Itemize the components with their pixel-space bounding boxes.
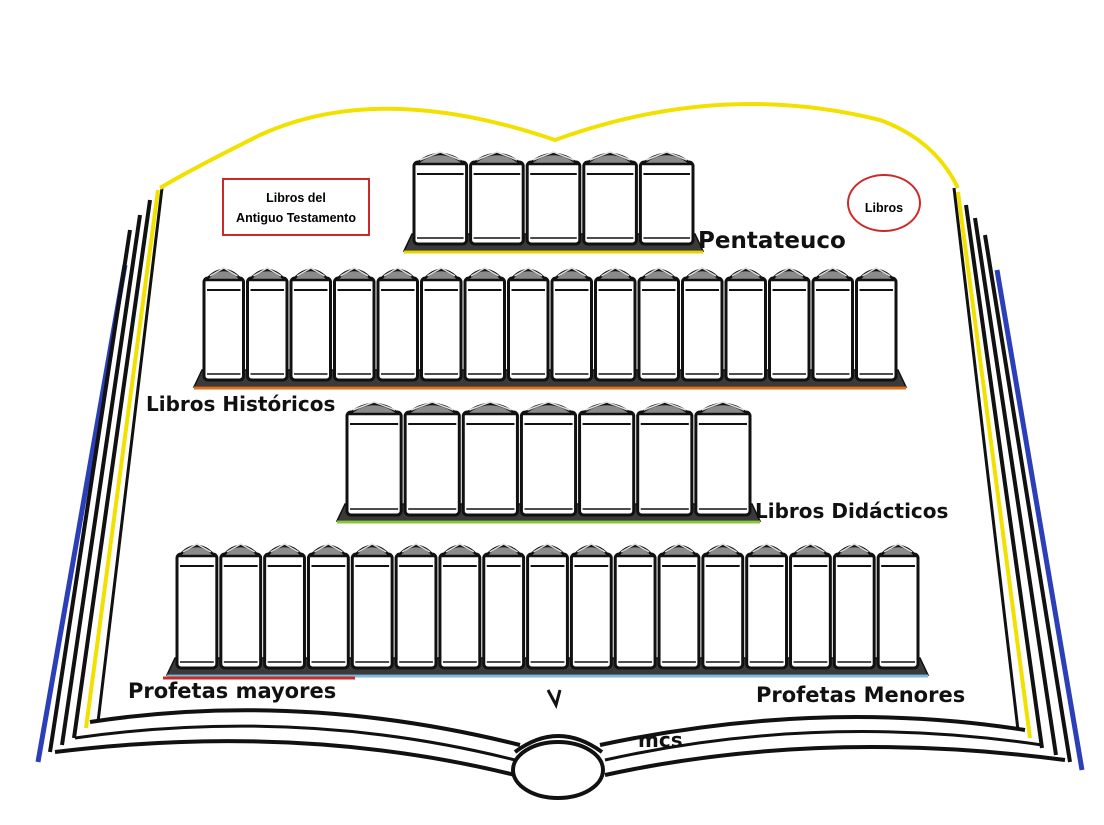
book-didacticos-4: [519, 401, 578, 517]
right-page-edge-yellow: [956, 191, 1032, 739]
shelf-didacticos: [335, 401, 762, 524]
book-didacticos-7: [694, 401, 752, 517]
book-profetas-1: [175, 543, 219, 670]
label-profetas-mayores: Profetas mayores: [128, 679, 337, 703]
book-historicos-3: [289, 267, 332, 382]
bottom-right-page-curve-3: [604, 745, 1066, 777]
book-profetas-6: [394, 543, 438, 670]
left-page-edge-1: [48, 229, 132, 753]
book-historicos-11: [637, 267, 680, 382]
book-historicos-15: [811, 267, 854, 382]
book-profetas-9: [526, 543, 569, 670]
signature: mcs: [638, 728, 683, 752]
book-profetas-12: [657, 543, 701, 670]
title-line-1: Libros del: [266, 191, 326, 205]
book-historicos-1: [202, 267, 245, 382]
right-page-edge-blue: [994, 269, 1085, 771]
book-profetas-14: [745, 543, 789, 670]
book-historicos-6: [420, 267, 463, 382]
bottom-left-page-curve-3: [54, 739, 516, 777]
book-didacticos-5: [577, 401, 636, 517]
title-line-2: Antiguo Testamento: [236, 211, 356, 225]
left-page-edge-4: [96, 187, 164, 723]
book-historicos-10: [594, 267, 637, 382]
book-profetas-15: [789, 543, 832, 670]
shelf-profetas: [163, 543, 930, 680]
book-historicos-4: [333, 267, 376, 382]
right-page-edge-1: [983, 234, 1072, 763]
label-libros-didacticos: Libros Didácticos: [755, 499, 949, 523]
book-historicos-5: [376, 267, 419, 382]
shelf-pentateuco: [402, 151, 705, 254]
book-historicos-13: [724, 267, 767, 382]
book-pages: [35, 102, 1085, 800]
shelf-historicos: [192, 267, 908, 390]
book-profetas-8: [482, 543, 526, 670]
book-pentateuco-2: [469, 151, 525, 246]
book-profetas-13: [701, 543, 745, 670]
book-historicos-14: [768, 267, 811, 382]
book-profetas-7: [438, 543, 482, 670]
right-page-edge-3: [964, 204, 1044, 749]
circle-label-text: Libros: [864, 201, 904, 215]
left-page-edge-2: [60, 214, 142, 746]
book-profetas-17: [876, 543, 920, 670]
book-historicos-8: [507, 267, 550, 382]
book-historicos-2: [246, 267, 289, 382]
book-profetas-16: [832, 543, 876, 670]
book-didacticos-6: [636, 401, 694, 517]
left-page-edge-3: [72, 199, 152, 739]
top-page-curve: [158, 102, 960, 190]
book-spine: [511, 740, 605, 800]
books-circle-label: Libros: [847, 174, 921, 232]
shelves-layer: [163, 151, 930, 680]
book-profetas-11: [613, 543, 657, 670]
bottom-right-page-curve-1: [599, 715, 1026, 747]
book-profetas-10: [569, 543, 613, 670]
book-profetas-4: [306, 543, 350, 670]
left-page-edge-yellow: [84, 189, 160, 729]
book-pentateuco-1: [412, 151, 469, 246]
book-didacticos-2: [403, 401, 461, 517]
book-profetas-2: [219, 543, 263, 670]
spine-top-curve: [513, 734, 604, 754]
book-pentateuco-4: [582, 151, 638, 246]
spine-mark: [546, 689, 562, 710]
title-box: Libros del Antiguo Testamento: [222, 178, 370, 236]
bottom-left-page-curve-2: [74, 724, 516, 762]
label-libros-historicos: Libros Históricos: [146, 392, 336, 416]
book-historicos-9: [550, 267, 593, 382]
book-historicos-7: [463, 267, 506, 382]
right-page-edge-4: [952, 187, 1020, 731]
book-historicos-12: [681, 267, 724, 382]
book-profetas-5: [350, 543, 394, 670]
right-page-edge-2: [973, 217, 1058, 756]
book-didacticos-3: [461, 401, 520, 517]
book-historicos-16: [855, 267, 898, 382]
book-pentateuco-5: [638, 151, 695, 246]
bottom-right-page-curve-2: [604, 730, 1043, 762]
book-profetas-3: [263, 543, 306, 670]
book-pentateuco-3: [525, 151, 582, 246]
label-pentateuco: Pentateuco: [698, 228, 846, 254]
bottom-left-page-curve-1: [89, 708, 521, 747]
book-didacticos-1: [345, 401, 403, 517]
label-profetas-menores: Profetas Menores: [756, 683, 966, 707]
